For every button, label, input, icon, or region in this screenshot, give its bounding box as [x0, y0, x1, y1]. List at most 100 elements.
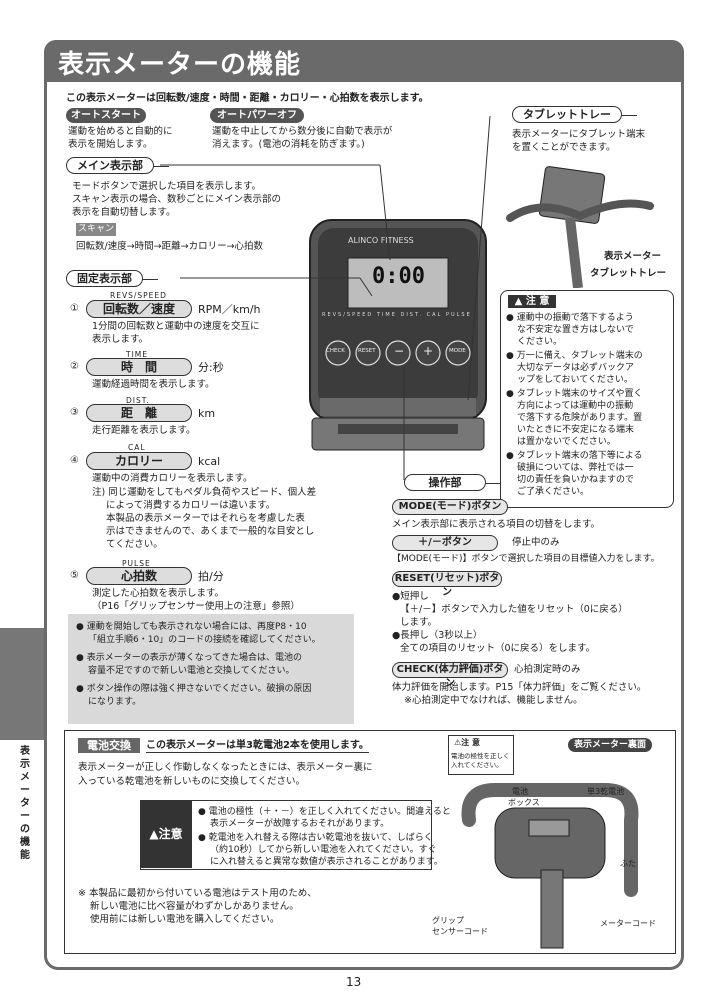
plusminus-button-label: ＋/－ボタン: [392, 535, 498, 551]
meter-cord-label: メーターコード: [600, 919, 656, 928]
auto-start-label: オートスタート: [66, 108, 146, 123]
note-3-line-2: になります。: [88, 697, 142, 707]
page-number: 13: [346, 975, 362, 989]
page-title: 表示メーターの機能: [58, 50, 302, 80]
time-tag: TIME: [126, 350, 149, 359]
battery-caution-2-line-2: （約10秒）してから新しい電池を入れてください。すぐ: [210, 845, 437, 855]
cal-pill: カロリー: [86, 452, 192, 470]
check-button[interactable]: CHECK: [326, 348, 345, 354]
cal-desc-4: 本製品の表示メーターではそれらを考慮した表: [106, 513, 305, 524]
main-display-label: メイン表示部: [66, 157, 169, 174]
battery-footnote-2: 新しい電池に比べ容量がわずかしかありません。: [90, 901, 299, 912]
cal-desc-5: 示はできませんので、あくまで一般的な目安とし: [106, 526, 315, 537]
meter-back-label: 表示メーター裏面: [568, 738, 652, 752]
side-tab: [0, 628, 44, 740]
caution-3-line-2: 方向によっては運動中の振動: [517, 401, 634, 411]
note-1-line-1: ● 運動を開始しても表示されない場合には、再度P8・10: [76, 622, 307, 632]
revs-speed-desc-2: 表示します。: [92, 334, 149, 345]
caution-3-line-3: で落下する危険があります。置: [517, 413, 643, 423]
plusminus-when: 停止中のみ: [512, 537, 560, 548]
scan-sequence: 回転数/速度→時間→距離→カロリー→心拍数: [76, 241, 264, 252]
intro-text: この表示メーターは回転数/速度・時間・距離・カロリー・心拍数を表示します。: [66, 93, 429, 104]
notes-box: [68, 614, 354, 724]
item-2-number: ②: [70, 361, 79, 372]
cal-desc-1: 運動中の消費カロリーを表示します。: [92, 473, 253, 484]
item-1-number: ①: [70, 303, 79, 314]
battery-caution-2-line-3: に入れ替えると異常な数値が表示されることがあります。: [210, 857, 443, 867]
lid-label: ふた: [620, 859, 636, 868]
bike-illustration: [506, 166, 654, 288]
main-display-desc-2: スキャン表示の場合、数秒ごとにメイン表示部の: [72, 194, 282, 205]
mode-button[interactable]: MODE: [449, 348, 466, 354]
auto-start-desc-1: 運動を始めると自動的に: [68, 126, 173, 137]
caution-1-line-1: ● 運動中の振動で落下するよう: [506, 313, 634, 323]
caution-1-line-3: ください。: [517, 337, 563, 347]
caution-4-line-2: 破損については、弊社では一: [517, 463, 634, 473]
meter-display-value: 0:00: [372, 264, 425, 289]
caution-3-line-4: いたときに不安定になる端末: [517, 425, 635, 435]
small-caution-box: [448, 735, 514, 775]
battery-caution-1-line-1: ● 電池の極性（＋・－）を正しく入れてください。間違えると: [198, 807, 451, 817]
revs-speed-tag: REVS/SPEED: [110, 291, 167, 300]
pulse-pill: 心拍数: [86, 567, 192, 585]
small-caution-text-1: 電池の極性を正しく: [451, 752, 510, 760]
battery-desc-1: 表示メーターが正しく作動しなくなったときには、表示メーター裏に: [78, 762, 373, 773]
mode-button-label: MODE(モード)ボタン: [392, 499, 508, 515]
time-desc-1: 運動経過時間を表示します。: [92, 379, 215, 390]
note-1-line-2: 「組立手順6・10」のコードの接続を確認してください。: [88, 635, 321, 645]
tablet-tray-desc-2: を置くことができます。: [512, 142, 616, 153]
dist-pill: 距 離: [86, 404, 192, 422]
cal-desc-3: によって消費するカロリーは違います。: [106, 500, 276, 511]
small-caution-text-2: 入れてください。: [451, 761, 503, 769]
check-desc-1: 体力評価を開始します。P15「体力評価」をご覧ください。: [392, 682, 647, 693]
battery-box-label-2: ボックス: [508, 798, 540, 807]
tablet-caution-box: [500, 290, 674, 508]
tablet-tray-desc-1: 表示メーターにタブレット端末: [512, 129, 646, 140]
cal-tag: CAL: [128, 443, 146, 452]
grip-cord-label-1: グリップ: [432, 916, 464, 925]
reset-desc-4: ●長押し（3秒以上）: [392, 630, 483, 641]
battery-footnote-3: 使用前には新しい電池を購入してください。: [90, 914, 280, 925]
reset-desc-5: 全ての項目のリセット（0に戻る）をします。: [400, 643, 596, 654]
plusminus-desc: 【MODE(モード)】ボタンで選択した項目の目標値入力をします。: [392, 554, 660, 564]
caution-3-line-1: ● タブレット端末のサイズや置く: [506, 389, 643, 399]
minus-button[interactable]: −: [394, 344, 405, 358]
main-display-desc-3: 表示を自動切替します。: [72, 207, 176, 218]
reset-desc-3: します。: [400, 617, 438, 628]
grip-cord-label-2: センサーコード: [432, 927, 488, 936]
revs-speed-desc-1: 1分間の回転数と運動中の速度を交互に: [92, 321, 260, 332]
item-4-number: ④: [70, 455, 79, 466]
scan-label: スキャン: [76, 223, 116, 236]
revs-speed-unit: RPM／km/h: [198, 303, 261, 316]
battery-label: 電池交換: [78, 738, 140, 753]
check-desc-2: ※心拍測定中でなければ、機能しません。: [404, 695, 583, 706]
pulse-unit: 拍/分: [198, 570, 224, 583]
dist-unit: km: [198, 407, 216, 420]
auto-power-off-label: オートパワーオフ: [210, 108, 304, 123]
side-tab-text: 表示メーターの機能: [20, 746, 30, 861]
operation-label: 操作部: [404, 474, 501, 491]
battery-caution-2-line-1: ● 乾電池を入れ替える際は古い乾電池を抜いて、しばらく: [198, 833, 433, 843]
reset-desc-2: 【＋/－】ボタンで入力した値をリセット（0に戻る）: [400, 604, 628, 615]
caution-4-line-1: ● タブレット端末の落下等による: [506, 451, 643, 461]
fixed-display-label: 固定表示部: [66, 270, 158, 287]
meter-illustration: [309, 219, 487, 451]
caution-2-line-3: ップをしておいてください。: [517, 375, 633, 385]
reset-button[interactable]: RESET: [358, 348, 376, 354]
dist-tag: DIST.: [126, 396, 150, 405]
main-display-desc-1: モードボタンで選択した項目を表示します。: [72, 181, 262, 192]
battery-caution-1-line-2: 表示メーターが故障するおそれがあります。: [210, 819, 390, 829]
reset-button-label: RESET(リセット)ボタン: [392, 571, 502, 598]
auto-power-off-desc-1: 運動を中止してから数分後に自動で表示が: [212, 126, 393, 137]
battery-box-label-1: 電池: [512, 787, 528, 796]
plus-button[interactable]: +: [423, 344, 434, 358]
item-5-number: ⑤: [70, 570, 79, 581]
pulse-desc-1: 測定した心拍数を表示します。: [92, 588, 225, 599]
battery-desc-2: 入っている乾電池を新しいものに交換してください。: [78, 776, 305, 787]
caution-2-line-2: 大切なデータは必ずバックア: [517, 363, 635, 373]
caution-2-line-1: ● 万一に備え、タブレット端末の: [506, 351, 643, 361]
pulse-tag: PULSE: [122, 559, 151, 568]
tray-callout: タブレットトレー: [590, 268, 667, 279]
cal-desc-6: てください。: [106, 539, 163, 550]
check-button-label: CHECK(体力評価)ボタン: [392, 662, 508, 689]
